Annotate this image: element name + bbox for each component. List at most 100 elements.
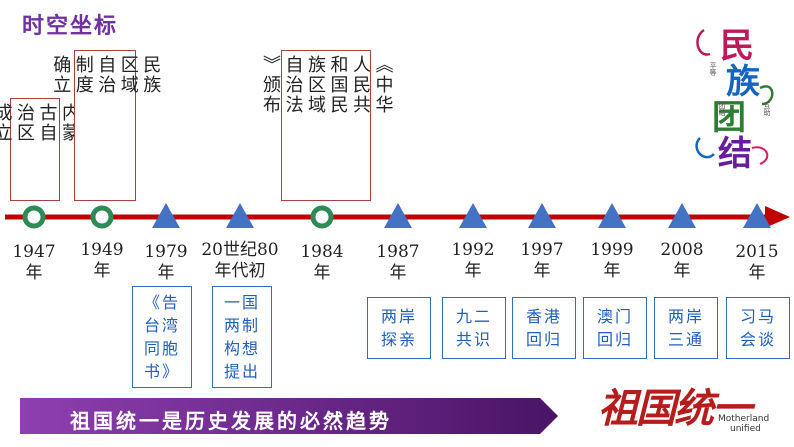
year-line: 年	[313, 263, 331, 284]
year-line: 年	[157, 263, 175, 284]
event-text-column: 自治法	[282, 55, 304, 115]
event-text-line: 共识	[455, 330, 492, 349]
year-line: 1997	[520, 240, 564, 260]
event-box-1979: 《告台湾同胞书》	[132, 286, 192, 388]
event-text-line: 三通	[667, 330, 704, 349]
year-line: 2008	[660, 240, 704, 260]
logo-small-text-2: 团结	[718, 102, 726, 116]
event-box-2008: 两岸三通	[654, 297, 718, 359]
event-box-1997: 香港回归	[512, 297, 576, 359]
year-line: 年	[93, 261, 111, 282]
banner-background	[20, 398, 558, 434]
logo-small-text-3: 互助	[763, 102, 771, 116]
logo-small-text-1: 平等	[709, 62, 717, 76]
event-text-column: 成立	[0, 103, 13, 143]
event-text-line: 提出	[223, 362, 260, 382]
logo-sub-text-2: unified	[730, 424, 761, 434]
marker-triangle-icon-1987	[384, 203, 412, 228]
event-text-column: 制度	[72, 55, 94, 95]
event-box-1987: 两岸探亲	[367, 297, 431, 359]
logo-char-1: 民	[720, 26, 754, 66]
year-line: 20世纪80	[201, 240, 279, 260]
year-line: 年	[25, 263, 43, 284]
event-text-column: 族区域	[305, 55, 326, 115]
event-box-1999: 澳门回归	[583, 297, 647, 359]
year-line: 年	[464, 261, 482, 282]
event-text-column: 治区	[14, 103, 35, 143]
year-line: 1984	[300, 242, 344, 262]
event-text-line: 九二	[455, 306, 492, 326]
event-text-column: 古自	[36, 103, 58, 143]
marker-triangle-icon-1992	[459, 203, 487, 228]
event-text-column: 确立	[50, 55, 72, 95]
ethnic-unity-logo: 民 族 团 结 平等 团结 互助	[690, 18, 780, 174]
event-text-line: 《告	[143, 292, 180, 312]
marker-circle-icon-1984	[310, 205, 334, 229]
year-line: 年代初	[214, 261, 266, 282]
event-text-line: 书》	[143, 362, 180, 382]
year-line: 1992	[451, 240, 495, 260]
logo-char-3: 团	[712, 98, 746, 138]
logo-swirl-decoration	[695, 28, 774, 165]
event-box-1980s: 一国两制构想提出	[212, 286, 272, 388]
year-line: 2015	[735, 242, 779, 262]
event-text-line: 两制	[223, 315, 260, 335]
event-text-line: 两岸	[380, 306, 417, 326]
marker-triangle-icon-1999	[598, 203, 626, 228]
event-text-line: 构想	[223, 339, 260, 358]
year-line: 1987	[376, 242, 420, 262]
logo-char-2: 族	[726, 62, 760, 102]
year-line: 年	[533, 261, 551, 282]
event-text-line: 一国	[223, 292, 260, 312]
year-line: 1979	[144, 242, 188, 262]
event-text-line: 回归	[525, 330, 562, 349]
marker-triangle-icon-1997	[528, 203, 556, 228]
event-box-1984: 《中华人民共和国民族区域自治法》颁布	[260, 50, 394, 201]
event-box-1992: 九二共识	[442, 297, 506, 359]
event-text-column: 人民共	[350, 55, 371, 115]
logo-main-text: 祖国统一	[598, 385, 752, 432]
event-text-line: 习马	[739, 306, 776, 326]
event-text-column: 区域	[117, 55, 139, 95]
event-box-1949: 民族区域自治制度确立	[50, 50, 161, 201]
event-text-column: 和国民	[327, 55, 349, 115]
event-text-line: 澳门	[596, 306, 633, 326]
event-text-line: 两岸	[667, 306, 704, 326]
event-text-column: 《中华	[372, 55, 394, 115]
marker-triangle-icon-1979	[152, 203, 180, 228]
logo-sub-text-1: Motherland	[718, 414, 770, 424]
event-text-line: 同胞	[143, 339, 180, 358]
year-line: 年	[603, 261, 621, 282]
year-line: 年	[389, 263, 407, 284]
marker-triangle-icon-2015	[743, 203, 771, 228]
page-title: 时空坐标	[22, 14, 119, 39]
marker-triangle-icon-1980s	[226, 203, 254, 228]
event-box-2015: 习马会谈	[726, 297, 790, 359]
logo-char-4: 结	[718, 134, 752, 174]
year-line: 1999	[590, 240, 634, 260]
marker-circle-icon-1947	[22, 205, 46, 229]
marker-triangle-icon-2008	[668, 203, 696, 228]
event-text-line: 台湾	[143, 315, 180, 335]
banner-text: 祖国统一是历史发展的必然趋势	[70, 409, 392, 433]
year-line: 1947	[12, 242, 56, 262]
year-line: 年	[673, 261, 691, 282]
motherland-unified-logo: 祖国统一 Motherland unified	[598, 374, 773, 436]
marker-circle-icon-1949	[90, 205, 114, 229]
event-text-line: 会谈	[739, 330, 776, 349]
event-text-line: 探亲	[380, 330, 417, 349]
event-text-line: 香港	[525, 306, 562, 326]
event-text-line: 回归	[596, 330, 633, 349]
event-text-column: 》颁布	[260, 55, 281, 115]
year-line: 1949	[80, 240, 124, 260]
